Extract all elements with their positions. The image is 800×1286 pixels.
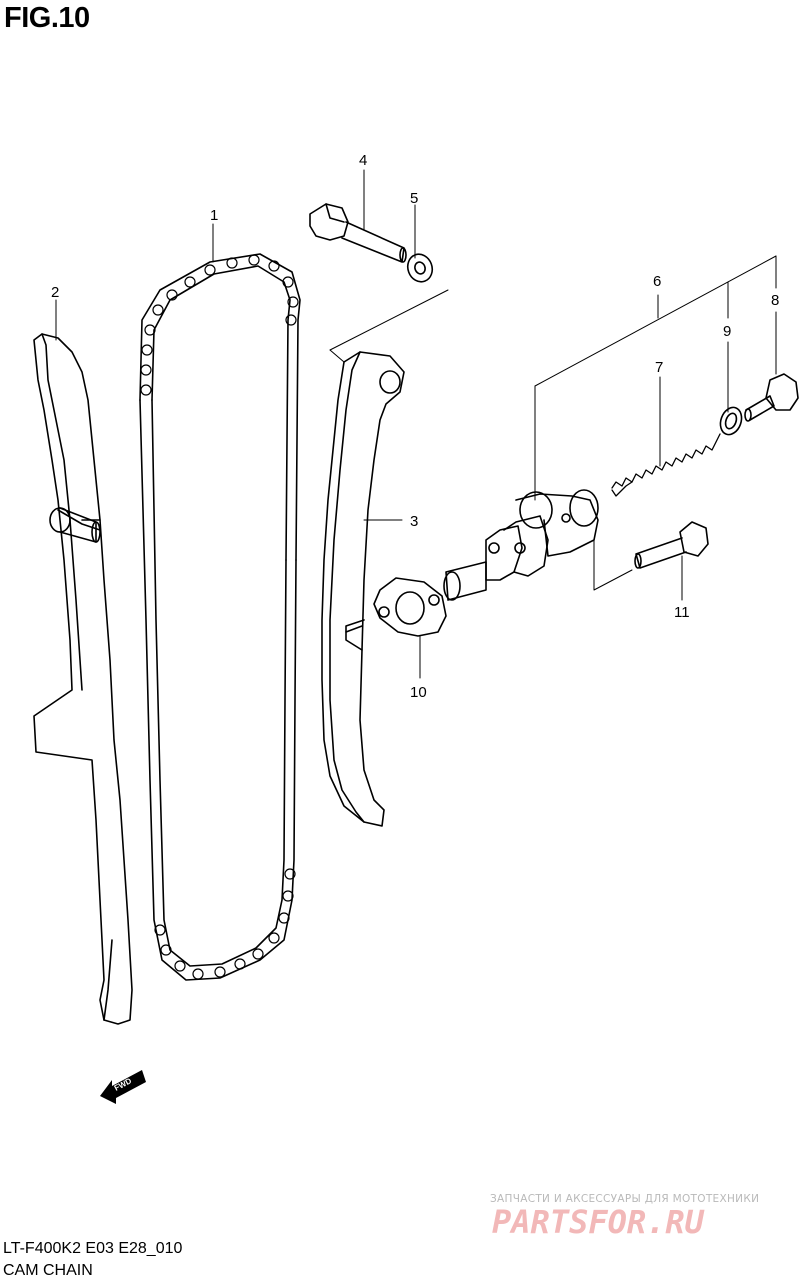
callout-6: 6: [653, 273, 661, 290]
callout-7: 7: [655, 359, 663, 376]
figure-title: FIG.10: [4, 2, 90, 34]
chain-guide[interactable]: [33, 333, 133, 1025]
fwd-arrow: [100, 1070, 146, 1104]
section-name: CAM CHAIN: [3, 1262, 93, 1279]
callout-8: 8: [771, 292, 779, 309]
gasket[interactable]: [373, 577, 447, 637]
watermark-tagline: ЗАПЧАСТИ И АКСЕССУАРЫ ДЛЯ МОТОТЕХНИКИ: [490, 1193, 760, 1205]
watermark-logo: PARTSFOR.RU: [492, 1203, 704, 1241]
callout-3: 3: [410, 513, 418, 530]
callout-5: 5: [410, 190, 418, 207]
washer[interactable]: [404, 251, 436, 286]
tensioner-bolt[interactable]: [309, 203, 407, 263]
callout-4: 4: [359, 152, 367, 169]
cap-bolt[interactable]: [744, 373, 799, 422]
callout-9: 9: [723, 323, 731, 340]
model-code: LT-F400K2 E03 E28_010: [3, 1240, 183, 1257]
tensioner-adjuster[interactable]: [443, 489, 599, 601]
cam-chain[interactable]: [139, 253, 301, 981]
callout-10: 10: [410, 684, 427, 701]
mounting-bolt[interactable]: [634, 521, 709, 569]
callout-1: 1: [210, 207, 218, 224]
tensioner-spring[interactable]: [611, 433, 721, 497]
leader-lines: [55, 169, 777, 679]
callout-2: 2: [51, 284, 59, 301]
tensioner-arm[interactable]: [321, 351, 405, 827]
o-ring[interactable]: [717, 404, 745, 437]
callout-11: 11: [674, 604, 690, 621]
